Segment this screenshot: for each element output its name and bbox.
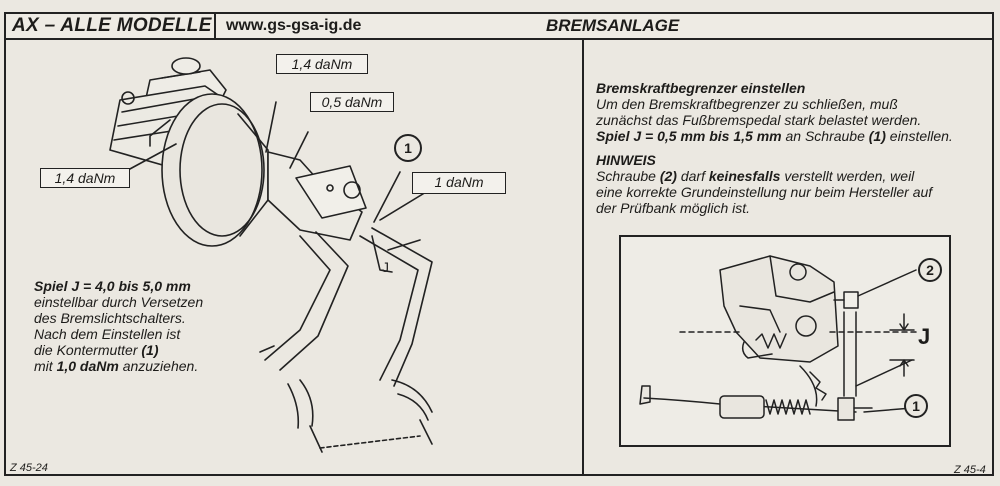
spec-line-5-ref: (1) [141, 342, 159, 358]
instruction-line-2: zunächst das Fußbremspedal stark belaste… [596, 112, 922, 128]
hint-emphasis: keinesfalls [708, 168, 781, 184]
screw-number-1: 1 [904, 394, 928, 418]
instruction-line-3-text: an Schraube [781, 128, 869, 144]
locknut-number-1: 1 [394, 134, 422, 162]
section-title: BREMSANLAGE [546, 16, 680, 35]
spec-line-5: die Kontermutter (1) [34, 342, 264, 358]
spec-line-3: des Bremslichtschalters. [34, 310, 186, 326]
brake-pedal-diagram: J [109, 57, 437, 453]
content-frame [4, 40, 994, 476]
instruction-line-3: Spiel J = 0,5 mm bis 1,5 mm an Schraube … [596, 128, 986, 144]
brake-regulator-diagram [619, 235, 951, 447]
hint-line-3: der Prüfbank möglich ist. [596, 200, 751, 216]
model-title: AX – ALLE MODELLE [6, 14, 216, 38]
figure-ref-right: Z 45-4 [954, 464, 986, 476]
torque-callout-middle: 0,5 daNm [310, 92, 394, 112]
spec-line-6: mit 1,0 daNm anzuziehen. [34, 358, 264, 374]
instruction-line-3-tail: einstellen. [885, 128, 953, 144]
brake-regulator-instructions: Bremskraftbegrenzer einstellen Um den Br… [596, 80, 986, 216]
website-url: www.gs-gsa-ig.de [226, 17, 362, 34]
spec-line-5-text: die Kontermutter [34, 342, 142, 358]
hint-line-1-tail: verstellt werden, weil [780, 168, 915, 184]
spec-line-1: Spiel J = 4,0 bis 5,0 mm [34, 278, 191, 294]
hint-line-1: Schraube (2) darf keinesfalls verstellt … [596, 168, 986, 184]
hint-line-1-mid: darf [676, 168, 709, 184]
spec-line-4: Nach dem Einstellen ist [34, 326, 181, 342]
spec-line-6-tail: anzuziehen. [118, 358, 199, 374]
play-letter-j: J [918, 324, 931, 349]
hint-heading: HINWEIS [596, 152, 656, 168]
spacer [596, 144, 986, 152]
spec-line-6-value: 1,0 daNm [56, 358, 119, 374]
instruction-line-1: Um den Bremskraftbegrenzer zu schließen,… [596, 96, 898, 112]
instruction-heading: Bremskraftbegrenzer einstellen [596, 80, 806, 96]
pedal-gap-letter: J [382, 259, 389, 275]
spec-line-2: einstellbar durch Versetzen [34, 294, 204, 310]
hint-line-2: eine korrekte Grundeinstellung nur beim … [596, 184, 933, 200]
spec-line-6-text: mit [34, 358, 57, 374]
torque-callout-top: 1,4 daNm [276, 54, 368, 74]
column-divider [582, 40, 584, 476]
screw-number-2: 2 [918, 258, 942, 282]
play-spec: Spiel J = 0,5 mm bis 1,5 mm [596, 128, 782, 144]
hint-line-1-text: Schraube [596, 168, 660, 184]
pedal-adjustment-spec: Spiel J = 4,0 bis 5,0 mm einstellbar dur… [34, 278, 264, 374]
screw-ref-1: (1) [868, 128, 886, 144]
screw-ref-2: (2) [659, 168, 677, 184]
torque-callout-left: 1,4 daNm [40, 168, 130, 188]
page-header: AX – ALLE MODELLE www.gs-gsa-ig.de BREMS… [4, 12, 994, 40]
torque-callout-right: 1 daNm [412, 172, 506, 194]
figure-ref-left: Z 45-24 [10, 462, 48, 474]
